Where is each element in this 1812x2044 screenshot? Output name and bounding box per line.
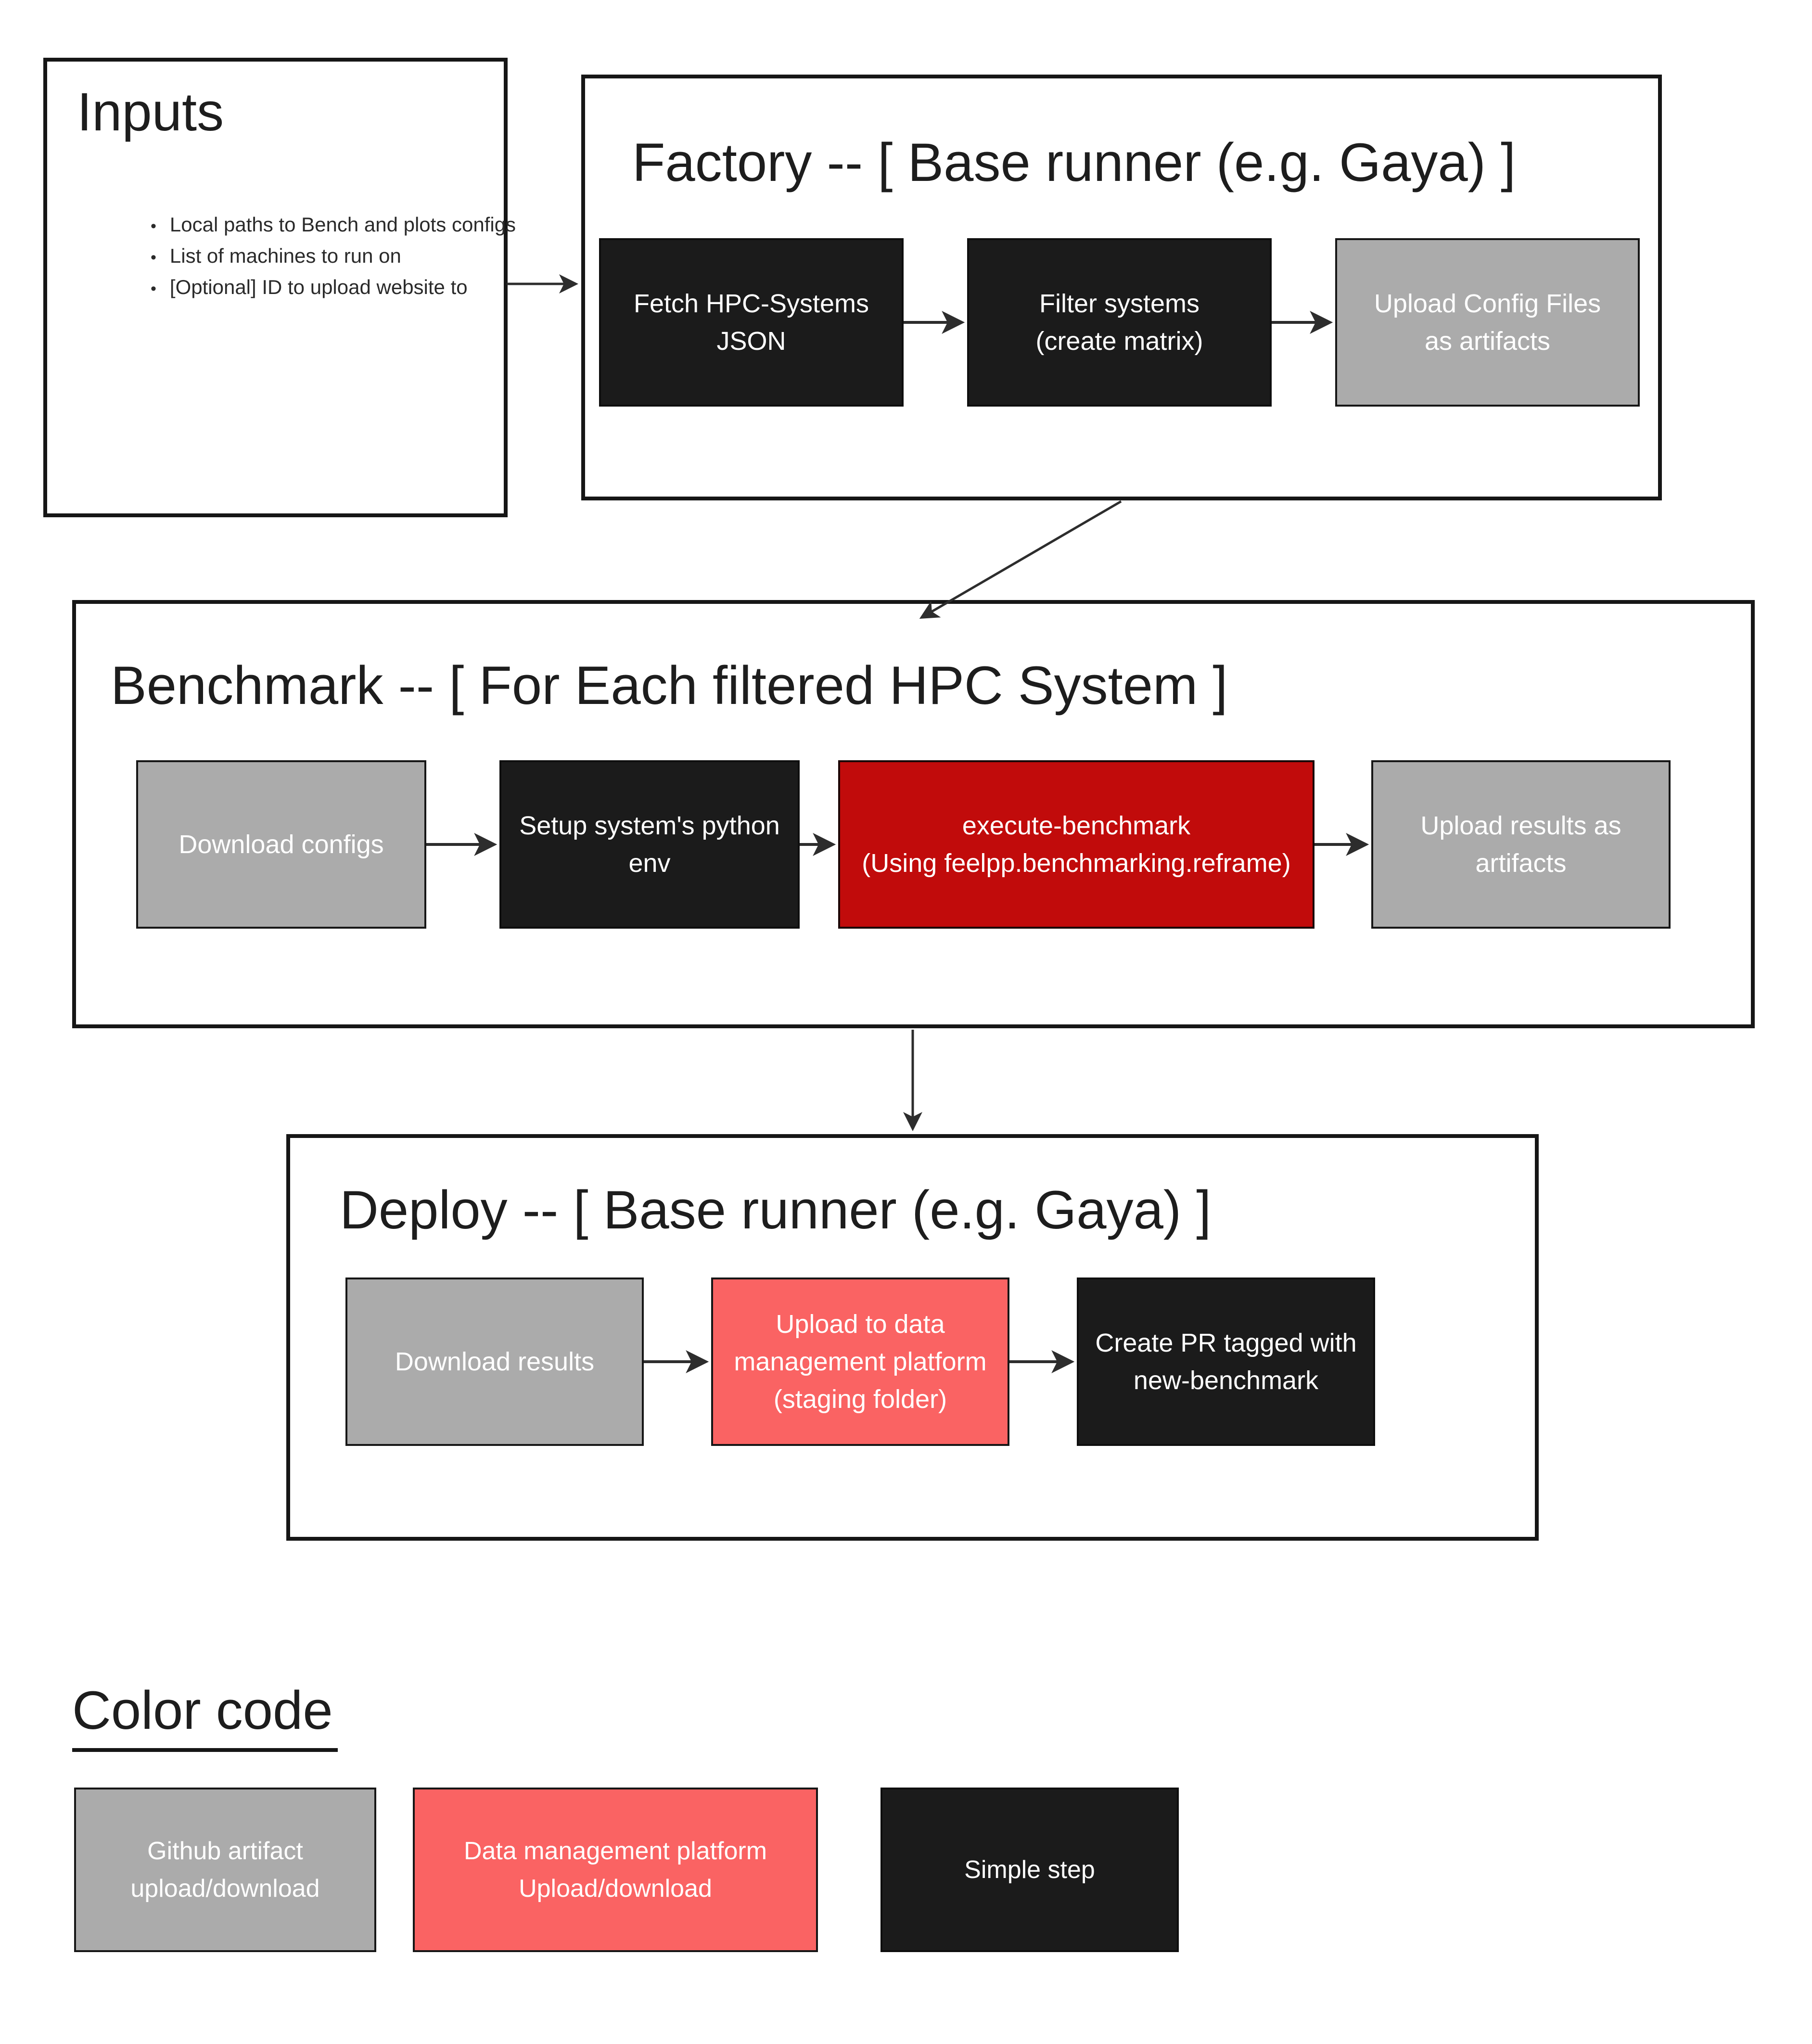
inputs-section: Inputs • Local paths to Bench and plots … [43,58,516,517]
step-upload-data-platform: Upload to data management platform (stag… [711,1278,1009,1446]
inputs-title: Inputs [77,82,224,142]
legend-item-simple-step: Simple step [880,1788,1179,1952]
step-create-pr: Create PR tagged with new-benchmark [1077,1278,1375,1446]
bullet-icon: • [151,248,156,267]
step-setup-python-env: Setup system's python env [499,760,800,929]
step-filter-systems: Filter systems (create matrix) [967,238,1272,407]
step-upload-results: Upload results as artifacts [1371,760,1671,929]
legend-title: Color code [72,1679,338,1752]
factory-title: Factory -- [ Base runner (e.g. Gaya) ] [632,132,1516,192]
list-item: • [Optional] ID to upload website to [151,276,468,298]
step-download-configs: Download configs [136,760,426,929]
step-download-results: Download results [345,1278,644,1446]
bullet-icon: • [151,217,156,235]
step-execute-benchmark: execute-benchmark (Using feelpp.benchmar… [838,760,1314,929]
legend: Color code [72,1679,338,1752]
bullet-icon: • [151,280,156,298]
step-fetch-hpc-systems-json: Fetch HPC-Systems JSON [599,238,904,407]
list-item: • List of machines to run on [151,244,401,267]
legend-item-github-artifact: Github artifact upload/download [74,1788,376,1952]
benchmark-title: Benchmark -- [ For Each filtered HPC Sys… [111,655,1228,715]
step-upload-config-files: Upload Config Files as artifacts [1335,238,1640,407]
inputs-bullet-list: • Local paths to Bench and plots configs… [151,213,536,307]
legend-item-data-platform: Data management platform Upload/download [413,1788,818,1952]
deploy-title: Deploy -- [ Base runner (e.g. Gaya) ] [340,1180,1212,1240]
list-item: • Local paths to Bench and plots configs [151,213,516,236]
